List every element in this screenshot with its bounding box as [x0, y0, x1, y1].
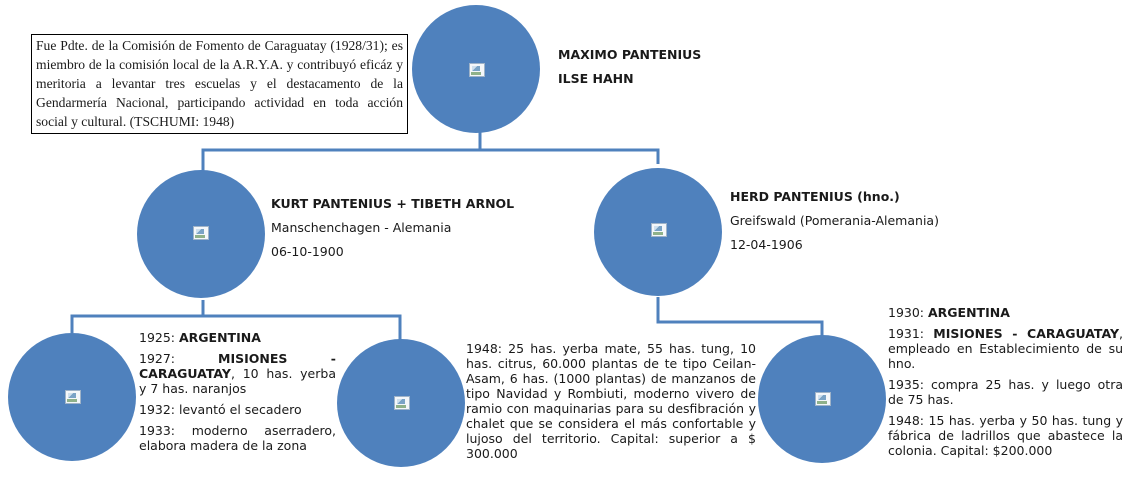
kurt-note-1927-detail: , 10 has. yerba y 7 has. naranjos — [139, 366, 336, 396]
kurt-note-1927-place: MISIONES - CARAGUATAY — [139, 351, 336, 381]
person-circle-herd — [594, 168, 722, 296]
herd-note-1931-detail: , empleado en Establecimiento de su hno. — [888, 326, 1123, 371]
kurt-note-1925-year: 1925: — [139, 330, 179, 345]
kurt-note-1932: 1932: levantó el secadero — [139, 402, 302, 417]
child-circle-3 — [758, 335, 886, 463]
kurt-note-1927: 1927: MISIONES - CARAGUATAY, 10 has. yer… — [139, 351, 336, 396]
connector-kurt-to-children — [70, 300, 205, 333]
kurt-name: KURT PANTENIUS + TIBETH ARNOL — [271, 196, 515, 211]
top-name-1: MAXIMO PANTENIUS — [558, 47, 702, 62]
image-placeholder-icon — [815, 392, 831, 406]
connector-top-to-children — [201, 127, 482, 172]
connector-top-to-herd — [480, 148, 660, 164]
kurt-1948-note: 1948: 25 has. yerba mate, 55 has. tung, … — [466, 341, 756, 461]
herd-note-1948: 1948: 15 has. yerba y 50 has. tung y fáb… — [888, 413, 1123, 458]
kurt-note-1927-year: 1927: — [139, 351, 219, 366]
kurt-note-1925: 1925: ARGENTINA — [139, 330, 336, 345]
person-circle-maximo — [412, 5, 540, 133]
image-placeholder-icon — [193, 226, 209, 240]
top-name-2: ILSE HAHN — [558, 71, 634, 86]
connector-herd-to-child — [656, 297, 824, 337]
kurt-date: 06-10-1900 — [271, 244, 344, 259]
child-circle-1 — [8, 333, 136, 461]
herd-note-1930-country: ARGENTINA — [928, 305, 1010, 320]
child-circle-2 — [337, 339, 465, 467]
herd-note-1931-year: 1931: — [888, 326, 934, 341]
person-label-herd: HERD PANTENIUS (hno.) Greifswald (Pomera… — [730, 189, 939, 252]
person-label-top: MAXIMO PANTENIUS ILSE HAHN — [558, 47, 701, 86]
herd-timeline: 1930: ARGENTINA 1931: MISIONES - CARAGUA… — [888, 305, 1123, 464]
kurt-note-1925-country: ARGENTINA — [179, 330, 261, 345]
herd-name: HERD PANTENIUS (hno.) — [730, 189, 900, 204]
kurt-place: Manschenchagen - Alemania — [271, 220, 452, 235]
connector-kurt-to-second-child — [203, 314, 402, 340]
kurt-note-1933: 1933: moderno aserradero, elabora madera… — [139, 423, 336, 453]
note-box: Fue Pdte. de la Comisión de Fomento de C… — [31, 34, 408, 134]
herd-note-1930-year: 1930: — [888, 305, 928, 320]
herd-note-1931: 1931: MISIONES - CARAGUATAY, empleado en… — [888, 326, 1123, 371]
person-label-kurt: KURT PANTENIUS + TIBETH ARNOL Manschench… — [271, 196, 514, 259]
herd-note-1930: 1930: ARGENTINA — [888, 305, 1123, 320]
image-placeholder-icon — [394, 396, 410, 410]
image-placeholder-icon — [65, 390, 81, 404]
herd-note-1935: 1935: compra 25 has. y luego otra de 75 … — [888, 377, 1123, 407]
kurt-timeline: 1925: ARGENTINA 1927: MISIONES - CARAGUA… — [139, 330, 336, 459]
herd-note-1931-place: MISIONES - CARAGUATAY — [933, 326, 1120, 341]
image-placeholder-icon — [651, 223, 667, 237]
herd-date: 12-04-1906 — [730, 237, 803, 252]
herd-place: Greifswald (Pomerania-Alemania) — [730, 213, 939, 228]
person-circle-kurt — [137, 170, 265, 298]
image-placeholder-icon — [469, 63, 485, 77]
